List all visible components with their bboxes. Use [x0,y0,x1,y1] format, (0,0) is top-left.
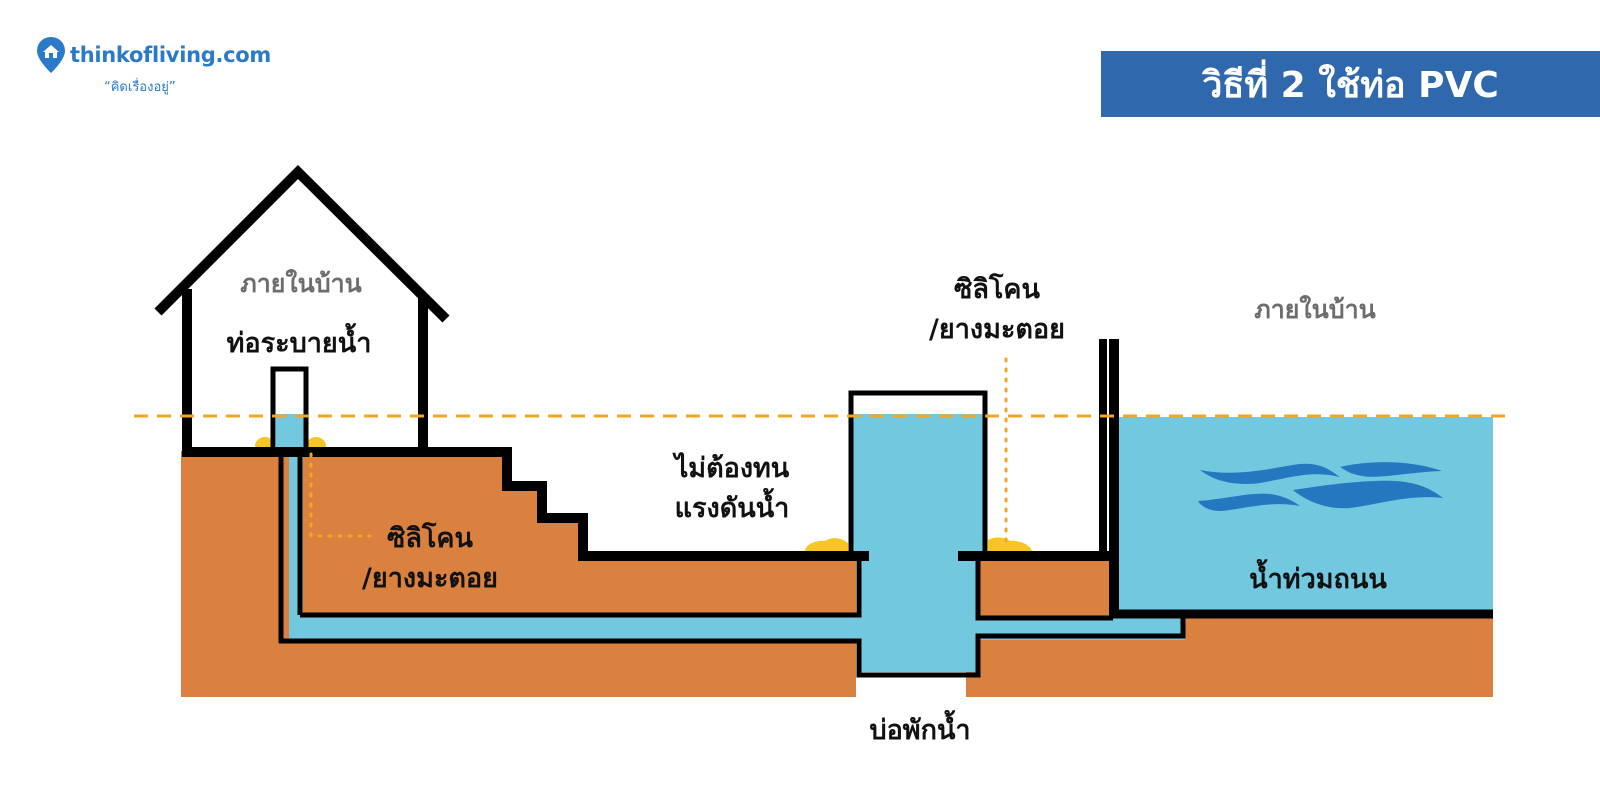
title-banner: วิธีที่ 2 ใช้ท่อ PVC [1101,51,1600,117]
label-silicone-right-2: /ยางมะตอย [929,314,1065,345]
location-pin-home-icon [37,37,65,73]
pipe-wall [300,556,862,618]
sump-water-upper [853,414,984,557]
leader-lines [309,357,1008,544]
label-no-pressure-1: ไม่ต้องทน [672,452,790,484]
brand-tagline: “คิดเรื่องอยู่” [104,80,176,95]
sealant-blob [805,538,848,552]
sump-water-lower [861,555,976,672]
outlines [154,164,1493,678]
label-drain-pipe: ท่อระบายน้ำ [227,322,372,359]
logo: thinkofliving.com “คิดเรื่องอยู่” [36,36,271,97]
sump [853,414,984,672]
label-silicone-left-1: ซิลิโคน [387,521,473,554]
sealant-blob [988,537,1032,551]
drain-riser [270,366,309,455]
label-no-pressure-2: แรงดันน้ำ [675,487,790,524]
brand-name: thinkofliving.com [70,43,272,67]
pipe-wall [975,556,1113,621]
sump-box [848,390,988,556]
soil-right-block [966,555,1493,697]
label-sump: บ่อพักน้ำ [869,709,970,746]
title-text: วิธีที่ 2 ใช้ท่อ PVC [1202,64,1499,106]
label-silicone-left-2: /ยางมะตอย [362,563,498,594]
pipe-wall [279,613,1186,678]
ground-surface-left [182,447,869,561]
leader-line-left [309,452,372,538]
label-silicone-right-1: ซิลิโคน [954,272,1040,305]
label-inside-house-right: ภายในบ้าน [1254,294,1375,324]
house-roof [154,164,450,323]
flood-water [1116,417,1493,613]
labels: ภายในบ้าน ท่อระบายน้ำ ซิลิโคน /ยางมะตอย … [227,268,1388,746]
label-inside-house-left: ภายในบ้าน [240,268,361,298]
pipe-in-house [276,414,306,449]
wave-icon [1198,462,1443,511]
label-flooded-street: น้ำท่วมถนน [1249,558,1387,595]
